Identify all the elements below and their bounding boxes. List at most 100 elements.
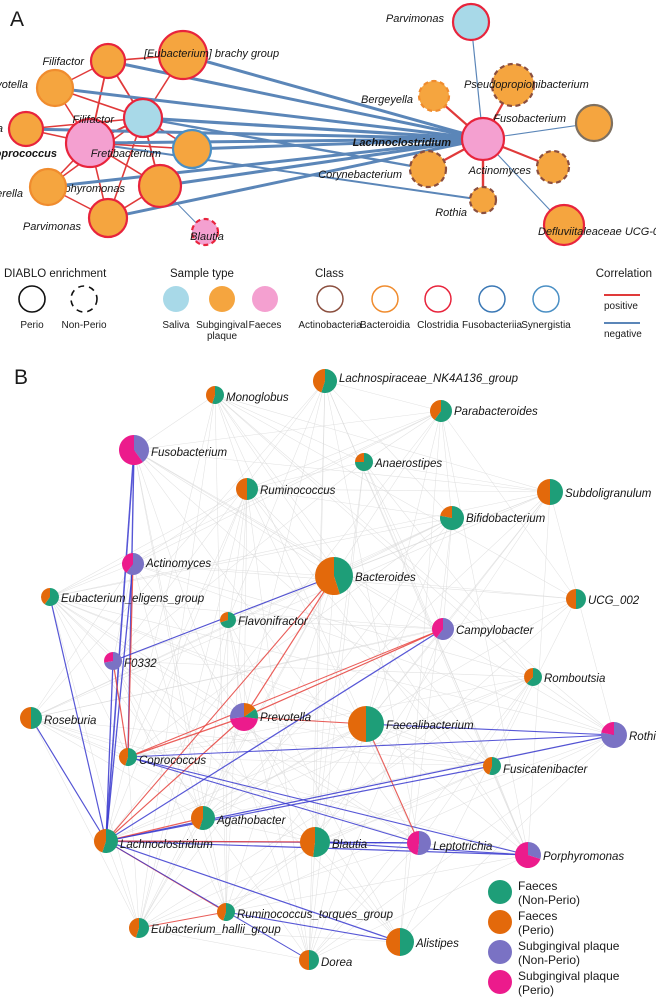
panel-b-weak-edge (243, 488, 248, 718)
panel-a-node[interactable] (28, 167, 68, 207)
panel-a-node[interactable] (468, 185, 498, 215)
panel-a-node[interactable] (542, 203, 586, 247)
panel-b-node[interactable] (313, 369, 337, 394)
panel-b-node[interactable] (537, 479, 563, 505)
panel-a-node[interactable] (574, 103, 614, 143)
panel-b-node[interactable] (41, 588, 60, 606)
panel-b-weak-edge (333, 517, 453, 577)
panel-b-node[interactable] (236, 478, 258, 500)
panel-b-node[interactable] (230, 703, 258, 731)
panel-b-weak-edge (214, 394, 577, 600)
panel-a-nodes: Filifactor[Eubacterium] brachy groupPrev… (0, 2, 656, 247)
panel-b-weak-edge (214, 394, 227, 913)
panel-b-node-label: Alistipes (415, 938, 459, 950)
panel-b-weak-edge (214, 394, 529, 856)
panel-b-node-label: Roseburia (44, 715, 96, 727)
panel-a-node[interactable] (64, 117, 116, 169)
panel-b-weak-edge (324, 380, 529, 856)
panel-b-node-slice (20, 707, 31, 729)
panel-b-node[interactable] (601, 722, 628, 748)
panel-b-node[interactable] (514, 842, 541, 868)
panel-b-node[interactable] (314, 557, 353, 595)
panel-b-node[interactable] (386, 928, 414, 956)
panel-b-node-slice (440, 506, 452, 518)
panel-a-node[interactable] (535, 149, 571, 185)
panel-b-edge (243, 628, 444, 718)
panel-b-weak-edge (363, 461, 529, 856)
panel-a-node[interactable] (190, 217, 220, 247)
panel-a-node-label: Prevotella (0, 79, 28, 91)
panel-b-node[interactable] (406, 831, 431, 855)
panel-b-node-slice (128, 917, 139, 938)
panel-b-node[interactable] (216, 903, 235, 921)
panel-b-weak-edge (246, 488, 551, 493)
panel-b-weak-edge (363, 410, 442, 463)
panel-b-weak-edge (49, 488, 248, 598)
panel-b-weak-edge (399, 676, 534, 943)
panel-a-node[interactable] (157, 29, 209, 81)
panel-b-node[interactable] (93, 829, 118, 853)
panel-a-node-label: Rothia (435, 207, 467, 219)
panel-b-weak-edge (49, 596, 310, 961)
panel-b-weak-edge (399, 410, 442, 943)
panel-b-weak-edge (225, 854, 529, 913)
panel-b-node-slice (436, 618, 454, 640)
panel-b-node[interactable] (20, 707, 42, 729)
panel-b-node[interactable] (205, 386, 224, 404)
panel-b-node[interactable] (118, 748, 137, 766)
panel-b-edge (127, 628, 444, 758)
panel-b-weak-edge (133, 449, 551, 493)
panel-a-node-label: Blautia (190, 231, 224, 243)
panel-a-node[interactable] (490, 62, 536, 108)
panel-b-node[interactable] (432, 618, 454, 640)
panel-b-node[interactable] (191, 805, 216, 830)
panel-b-node[interactable] (483, 756, 501, 775)
panel-b-node-slice (104, 652, 113, 663)
panel-b-node[interactable] (128, 917, 149, 938)
panel-a-node[interactable] (417, 79, 451, 113)
panel-b-node-label: Lachnospiraceae_NK4A136_group (339, 373, 519, 385)
panel-a-node[interactable] (137, 163, 183, 209)
panel-b-weak-edge (363, 461, 534, 678)
legend-sampletype-title: Sample type (170, 268, 234, 280)
panel-b-node[interactable] (440, 506, 464, 530)
panel-a-node[interactable] (451, 2, 491, 42)
panel-a-node[interactable] (171, 128, 213, 170)
panel-b-node[interactable] (104, 652, 123, 670)
legend-correlation-label: negative (604, 329, 642, 340)
panel-b-weak-edge (308, 461, 365, 961)
panel-a-node[interactable] (408, 149, 448, 189)
panel-b-weak-edge (30, 491, 551, 719)
panel-b-node-slice (400, 928, 414, 956)
panel-b-node[interactable] (355, 453, 373, 471)
panel-b-weak-edge (314, 841, 401, 943)
panel-b-node[interactable] (348, 706, 384, 742)
panel-b-node[interactable] (300, 827, 331, 857)
panel-b-node[interactable] (566, 589, 586, 609)
panel-b-weak-edge (138, 619, 229, 929)
panel-b-node[interactable] (429, 400, 452, 422)
panel-a-node[interactable] (460, 116, 506, 162)
legend-diablo-swatch (70, 285, 98, 313)
panel-b-node[interactable] (119, 435, 150, 465)
panel-b-weak-edge (132, 563, 227, 913)
panel-a-node[interactable] (7, 110, 45, 148)
panel-b-node-label: Leptotrichia (433, 841, 492, 853)
panel-b-node-slice (41, 588, 50, 605)
panel-a-node[interactable] (89, 42, 127, 80)
panel-b-weak-edge (308, 842, 420, 961)
panel-b-node-slice (406, 831, 419, 855)
panel-b-weak-edge (440, 410, 453, 519)
panel-b-correlation-edges (30, 449, 615, 961)
panel-a-node[interactable] (122, 97, 164, 139)
panel-a-node[interactable] (35, 68, 75, 108)
panel-b-node-slice (483, 756, 492, 775)
panel-b-node-slice (119, 435, 143, 465)
panel-a-node[interactable] (87, 197, 129, 239)
panel-b-weak-edge (49, 563, 134, 598)
panel-b-node[interactable] (299, 950, 319, 970)
legend-sampletype-label: Saliva (162, 320, 190, 331)
panel-b-node[interactable] (524, 668, 542, 686)
panel-b-node[interactable] (220, 612, 236, 628)
panel-b-node[interactable] (122, 553, 144, 575)
